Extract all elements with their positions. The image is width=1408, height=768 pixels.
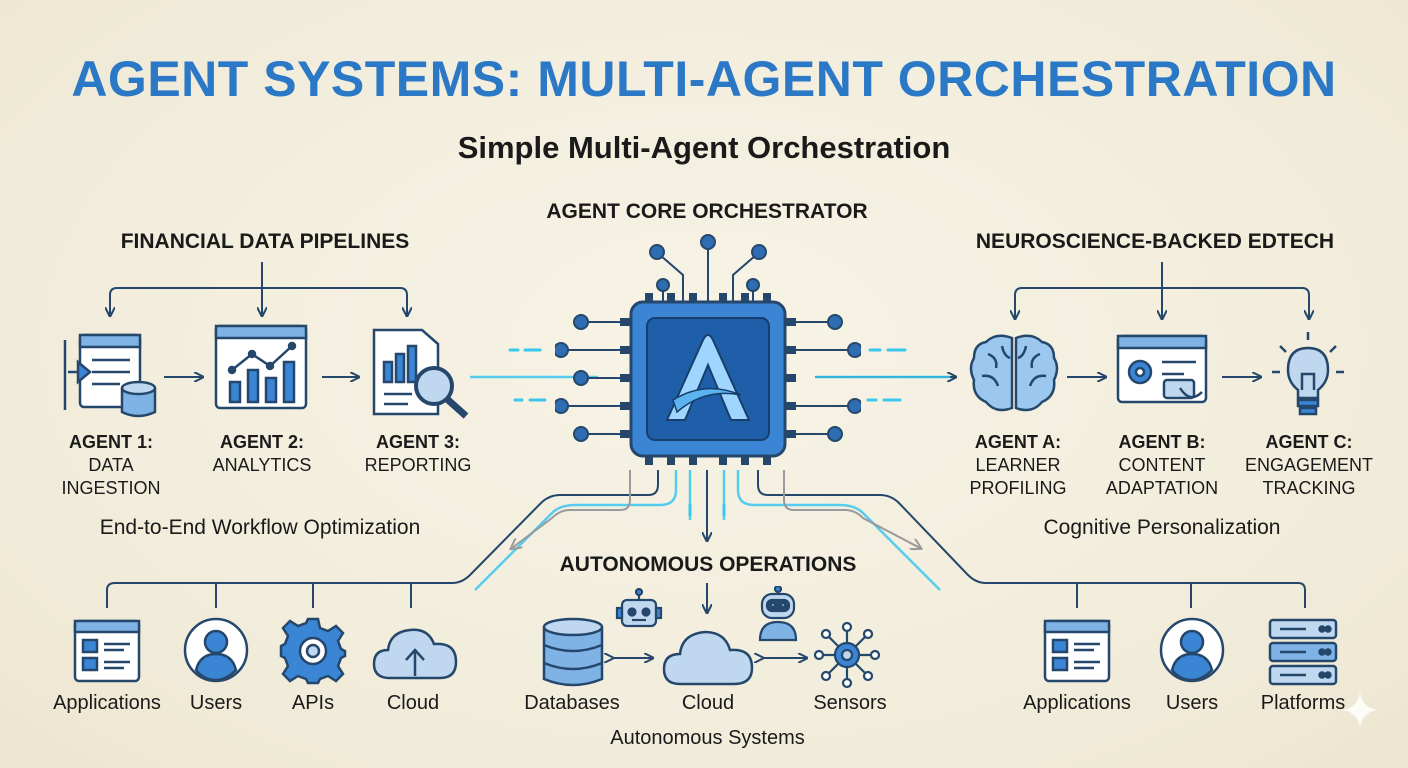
autonomous-caption: Autonomous Systems <box>610 727 805 749</box>
financial-agent-3: AGENT 3: REPORTING <box>364 432 472 475</box>
br-label-applications: Applications <box>1023 692 1131 714</box>
br-label-platforms: Platforms <box>1260 692 1346 714</box>
applications-icon <box>73 619 141 683</box>
auto-label-cloud: Cloud <box>681 692 735 714</box>
bl-label-cloud: Cloud <box>386 692 440 714</box>
auto-label-databases: Databases <box>524 692 620 714</box>
cloud-upload-icon <box>372 628 458 680</box>
gear-icon <box>279 617 347 685</box>
bl-label-users: Users <box>189 692 243 714</box>
auto-label-sensors: Sensors <box>813 692 887 714</box>
br-label-users: Users <box>1165 692 1219 714</box>
content-adaptation-icon <box>1116 334 1208 404</box>
financial-title: FINANCIAL DATA PIPELINES <box>120 230 410 253</box>
sparkle-icon <box>1342 692 1378 728</box>
financial-agent-2: AGENT 2: ANALYTICS <box>212 432 312 475</box>
page-subtitle: Simple Multi-Agent Orchestration <box>457 130 951 165</box>
brain-icon <box>969 334 1059 412</box>
sensors-icon <box>813 621 881 689</box>
page-title: AGENT SYSTEMS: MULTI-AGENT ORCHESTRATION <box>71 51 1337 107</box>
robot-assistant-icon <box>758 586 798 642</box>
data-ingestion-icon <box>63 333 157 418</box>
applications-icon <box>1043 619 1111 683</box>
bl-label-applications: Applications <box>53 692 161 714</box>
database-icon <box>542 617 604 687</box>
edtech-agent-b: AGENT B: CONTENT ADAPTATION <box>1105 432 1219 498</box>
platforms-server-icon <box>1268 618 1338 686</box>
edtech-agent-a: AGENT A: LEARNER PROFILING <box>969 432 1067 498</box>
analytics-chart-icon <box>214 324 308 410</box>
core-title: AGENT CORE ORCHESTRATOR <box>546 200 868 223</box>
lightbulb-icon <box>1272 332 1344 416</box>
edtech-title: NEUROSCIENCE-BACKED EDTECH <box>975 230 1335 253</box>
financial-caption: End-to-End Workflow Optimization <box>99 516 421 539</box>
orchestrator-chip-icon <box>555 234 861 465</box>
cloud-icon <box>662 630 754 686</box>
report-magnifier-icon <box>372 328 469 419</box>
robot-icon <box>615 588 663 628</box>
edtech-agent-c: AGENT C: ENGAGEMENT TRACKING <box>1244 432 1373 498</box>
financial-agent-1: AGENT 1: DATA INGESTION <box>61 432 161 498</box>
autonomous-title: AUTONOMOUS OPERATIONS <box>559 553 857 576</box>
users-icon <box>1159 617 1225 683</box>
edtech-caption: Cognitive Personalization <box>1043 516 1281 539</box>
bl-label-apis: APIs <box>291 692 335 714</box>
users-icon <box>183 617 249 683</box>
